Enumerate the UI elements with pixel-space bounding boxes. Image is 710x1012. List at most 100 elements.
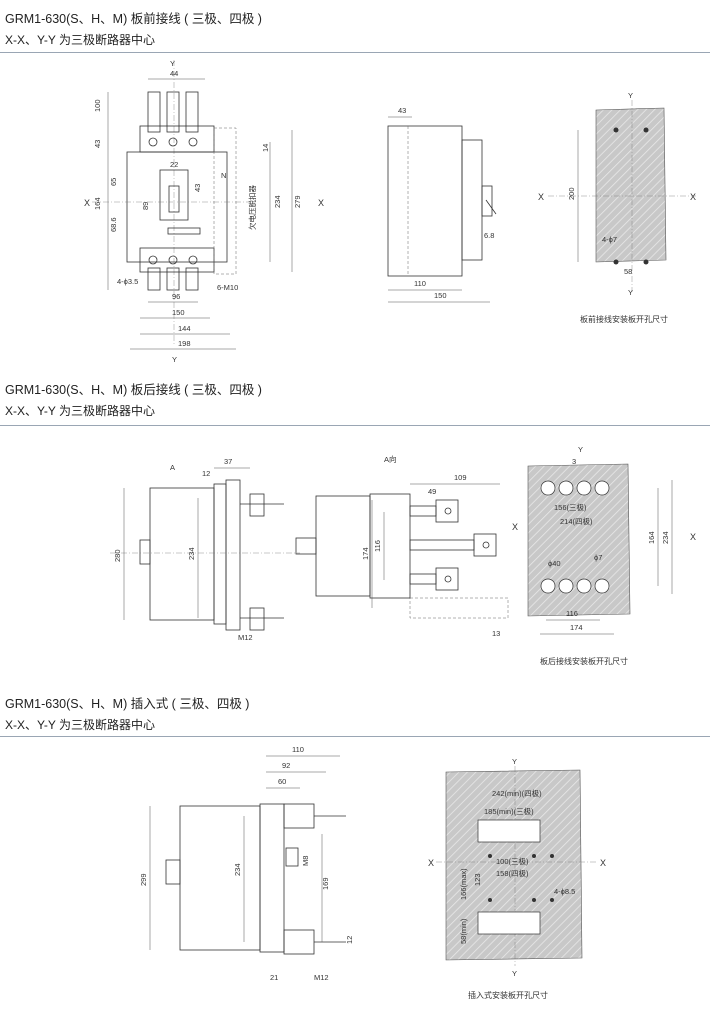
panel-x-right: X	[690, 192, 696, 202]
dim-279: 279	[293, 195, 302, 208]
rear-panel-dim-156: 156(三极)	[554, 502, 587, 512]
dim-6-m10: 6-M10	[217, 283, 238, 292]
plugin-panel-cutout: Y X X 242(min)(四极) 185(min)(三极) 100(三极) …	[428, 757, 606, 1000]
panel-dim-58: 58	[624, 267, 632, 276]
dim-198: 198	[178, 339, 191, 348]
front-wiring-panel-cutout: Y X X 200 4-ϕ7 58 Y 板前接线安装板开孔尺寸	[538, 91, 696, 324]
plugin-dim-185: 185(min)(三极)	[484, 806, 534, 816]
dim-89: 89	[141, 202, 150, 210]
plugin-dim-166: 166(max)	[459, 868, 468, 900]
caption-rear-panel: 板后接线安装板开孔尺寸	[540, 656, 628, 666]
dim-96: 96	[172, 292, 180, 301]
section3-divider	[0, 736, 710, 737]
section1-subtitle: X-X、Y-Y 为三极断路器中心	[5, 33, 156, 47]
dim-116: 116	[373, 540, 382, 552]
rear-wiring-panel-cutout: Y 3 156(三极) 214(四极) ϕ40 ϕ7 164 234 X 116…	[527, 445, 696, 666]
plugin-dim-242: 242(min)(四极)	[492, 788, 542, 798]
rear-panel-dim-214: 214(四极)	[560, 516, 593, 526]
caption-plugin-panel: 插入式安装板开孔尺寸	[468, 990, 548, 1000]
dim-m8: M8	[301, 856, 310, 866]
plugin-dim-123: 123	[473, 873, 482, 886]
panel-y-bottom: Y	[628, 288, 633, 297]
front-wiring-side-view: 43 6.8 110 150	[387, 106, 497, 303]
label-a: A	[170, 463, 175, 472]
dim-13: 13	[492, 629, 500, 638]
dim-14: 14	[261, 144, 270, 152]
rear-panel-dim-174: 174	[570, 623, 583, 632]
dim-21: 21	[270, 973, 278, 982]
dim-150: 150	[172, 308, 185, 317]
dim-234: 234	[233, 863, 242, 876]
dim-43b: 43	[193, 184, 202, 192]
dim-92: 92	[282, 761, 290, 770]
caption-front-panel: 板前接线安装板开孔尺寸	[580, 314, 668, 324]
dim-4-phi3-5: 4-ϕ3.5	[117, 277, 138, 286]
dim-234: 234	[273, 195, 282, 208]
plugin-dim-100: 100(三极)	[496, 856, 529, 866]
plugin-panel-y-top: Y	[512, 757, 517, 766]
dim-m12: M12	[238, 633, 253, 642]
rear-panel-dim-234: 234	[661, 531, 670, 544]
plugin-dim-58: 58(min)	[459, 918, 468, 944]
label-a-view: A向	[384, 454, 397, 464]
rear-axis-x: X	[512, 522, 518, 532]
dim-299: 299	[139, 873, 148, 886]
dim-side-43: 43	[398, 106, 406, 115]
dim-68-6: 68.6	[109, 217, 118, 232]
dim-49: 49	[428, 487, 436, 496]
dim-y-top: Y	[170, 59, 175, 68]
dim-22: 22	[170, 160, 178, 169]
section2-title: GRM1-630(S、H、M) 板后接线 ( 三极、四极 )	[5, 383, 262, 397]
rear-panel-x: X	[690, 532, 696, 542]
section2-divider	[0, 425, 710, 426]
dim-side-150: 150	[434, 291, 447, 300]
plugin-panel-y-bottom: Y	[512, 969, 517, 978]
label-relay: 欠电压脱扣器	[247, 185, 257, 230]
section2-subtitle: X-X、Y-Y 为三极断路器中心	[5, 404, 156, 418]
label-n: N	[221, 171, 226, 180]
rear-panel-y: Y	[578, 445, 583, 454]
dim-60: 60	[278, 777, 286, 786]
plugin-panel-x-left: X	[428, 858, 434, 868]
axis-y-bottom: Y	[172, 355, 177, 364]
dim-164: 164	[93, 197, 102, 210]
plugin-dim-158: 158(四极)	[496, 868, 529, 878]
section3-title: GRM1-630(S、H、M) 插入式 ( 三极、四极 )	[5, 697, 250, 711]
dim-12: 12	[345, 936, 354, 944]
plugin-panel-x-right: X	[600, 858, 606, 868]
front-wiring-front-view: Y 44 22 43 89 N 100 43 164 65 68.6 X	[84, 59, 324, 364]
rear-panel-phi40: ϕ40	[548, 559, 561, 568]
dim-109: 109	[454, 473, 467, 482]
dim-37: 37	[224, 457, 232, 466]
dim-144: 144	[178, 324, 191, 333]
dim-174: 174	[361, 547, 370, 560]
rear-panel-dim-164: 164	[647, 531, 656, 544]
dim-65: 65	[109, 178, 118, 186]
section3-subtitle: X-X、Y-Y 为三极断路器中心	[5, 718, 156, 732]
rear-panel-dim-3: 3	[572, 457, 576, 466]
dim-280: 280	[113, 549, 122, 562]
dim-110: 110	[292, 745, 304, 754]
panel-y-top: Y	[628, 91, 633, 100]
plugin-dim-4-phi8-5: 4-ϕ8.5	[554, 887, 575, 896]
axis-x-left: X	[84, 198, 90, 208]
rear-panel-phi7: ϕ7	[594, 553, 602, 562]
dim-100: 100	[93, 99, 102, 112]
dim-43: 43	[93, 140, 102, 148]
panel-x-left: X	[538, 192, 544, 202]
dim-side-110: 110	[414, 279, 426, 288]
panel-dim-4-phi7: 4-ϕ7	[602, 235, 617, 244]
dim-169: 169	[321, 877, 330, 890]
dim-6-8: 6.8	[484, 231, 494, 240]
rear-wiring-side-view: A 12 37 280 234 M12	[110, 457, 300, 642]
dim-m12: M12	[314, 973, 329, 982]
plugin-side-view: 110 92 60 299 234 M8 169 12 21 M12	[139, 745, 354, 982]
section1-divider	[0, 52, 710, 53]
rear-panel-dim-116: 116	[566, 609, 578, 618]
rear-wiring-a-view: A向 109 49 116 174 13 X	[295, 454, 518, 638]
panel-dim-200: 200	[567, 187, 576, 200]
dim-rear-234: 234	[187, 547, 196, 560]
dim-12: 12	[202, 469, 210, 478]
section1-title: GRM1-630(S、H、M) 板前接线 ( 三极、四极 )	[5, 12, 262, 26]
